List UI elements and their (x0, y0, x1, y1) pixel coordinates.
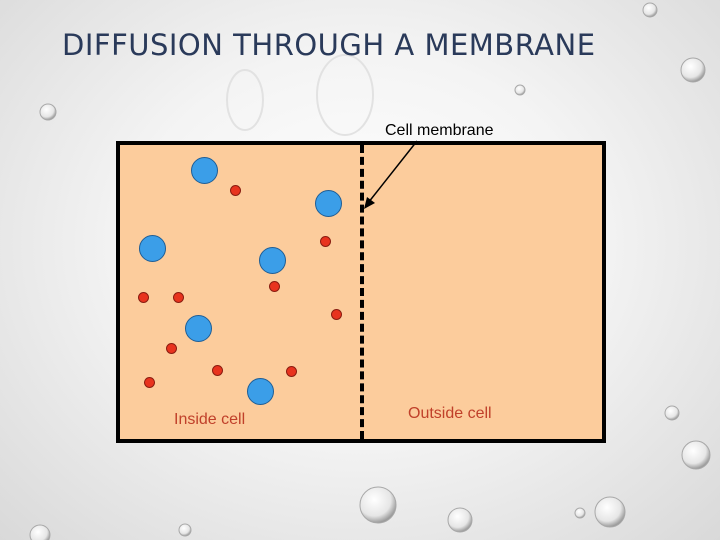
inside-cell-label: Inside cell (174, 411, 246, 428)
large-molecule (259, 247, 286, 274)
cell-diagram (116, 141, 606, 443)
outside-cell-label: Outside cell (408, 405, 492, 422)
large-molecule (185, 315, 212, 342)
large-molecule (315, 190, 342, 217)
large-molecule (247, 378, 274, 405)
small-molecule (144, 377, 155, 388)
small-molecule (230, 185, 241, 196)
large-molecule (191, 157, 218, 184)
small-molecule (166, 343, 177, 354)
large-molecule (139, 235, 166, 262)
cell-membrane-line (360, 145, 364, 439)
small-molecule (286, 366, 297, 377)
small-molecule (269, 281, 280, 292)
small-molecule (138, 292, 149, 303)
membrane-label: Cell membrane (385, 122, 494, 139)
small-molecule (212, 365, 223, 376)
small-molecule (320, 236, 331, 247)
slide-title: DIFFUSION THROUGH A MEMBRANE (62, 28, 596, 62)
small-molecule (331, 309, 342, 320)
small-molecule (173, 292, 184, 303)
